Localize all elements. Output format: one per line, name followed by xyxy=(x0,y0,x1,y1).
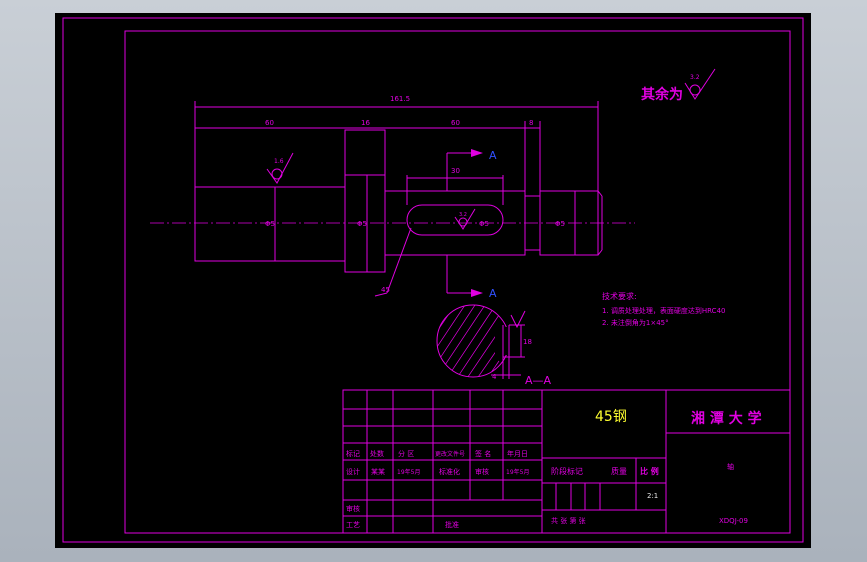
roughness-symbol-keyway xyxy=(454,208,476,230)
shaft-profile xyxy=(194,129,603,273)
revision-mark-label: 标记 xyxy=(346,449,360,458)
design-date: 19年5月 xyxy=(397,468,420,476)
dim-seg-collar: 16 xyxy=(361,119,370,127)
dim-seg-left: 60 xyxy=(265,119,274,127)
section-marker-top: A xyxy=(489,149,497,162)
standardization-label: 标准化 xyxy=(439,467,460,476)
notes-line-2: 2. 未注倒角为1×45° xyxy=(602,318,669,327)
dim-dia-left: Φ5 xyxy=(265,220,275,228)
scale-value: 2:1 xyxy=(647,492,658,500)
revision-zone-label: 分 区 xyxy=(398,449,414,458)
dim-dia-keyway: Φ5 xyxy=(479,220,489,228)
scale-label: 比 例 xyxy=(640,466,659,476)
dim-overall-length: 161.5 xyxy=(390,95,410,103)
roughness-symbol-rest xyxy=(684,68,716,100)
revision-date-label: 年月日 xyxy=(507,449,528,458)
title-block xyxy=(342,389,791,534)
dim-seg-keyway: 60 xyxy=(451,119,460,127)
outer-border xyxy=(62,17,804,543)
dimension-lines xyxy=(194,101,599,297)
revision-count-label: 处数 xyxy=(370,449,384,458)
part-name: 轴 xyxy=(727,462,734,471)
section-arrow-top xyxy=(446,149,483,191)
section-marker-bottom: A xyxy=(489,287,497,300)
stage-label: 阶段标记 xyxy=(551,466,583,476)
drawing-number: XDQJ-09 xyxy=(719,517,748,525)
review-label: 审核 xyxy=(346,504,360,513)
designer-name: 某某 xyxy=(371,468,385,476)
material-label: 45钢 xyxy=(595,409,627,425)
section-view xyxy=(436,304,526,379)
dim-section-depth: 18 xyxy=(523,338,532,346)
roughness-symbol-left xyxy=(266,152,294,184)
revision-doc-label: 更改文件号 xyxy=(435,450,465,458)
sheet-info: 共 张 第 张 xyxy=(551,516,586,525)
university-name: 湘 潭 大 学 xyxy=(691,410,762,427)
notes-line-1: 1. 调质处理处理，表面硬度达到HRC40 xyxy=(602,306,725,315)
dim-dia-collar: Φ5 xyxy=(357,220,367,228)
section-arrow-bottom xyxy=(446,255,483,297)
dim-chamfer-leader: 45 xyxy=(381,286,390,294)
design-label: 设计 xyxy=(346,467,360,476)
process-label: 工艺 xyxy=(346,521,360,529)
roughness-rest-label: 其余为 xyxy=(641,86,683,103)
roughness-keyway-value: 3.2 xyxy=(459,212,467,218)
notes-heading: 技术要求: xyxy=(602,291,637,301)
approve-label: 批准 xyxy=(445,520,459,529)
roughness-left-value: 1.6 xyxy=(274,158,284,165)
roughness-rest-value: 3.2 xyxy=(690,74,700,81)
drawing-sheet: 161.5 60 16 60 8 30 Φ5 Φ5 Φ5 Φ5 45 1.6 3… xyxy=(55,13,811,548)
dim-seg-right-gap: 8 xyxy=(529,119,533,127)
dim-keyway-length: 30 xyxy=(451,167,460,175)
check-label: 审核 xyxy=(475,467,489,476)
dim-dia-right: Φ5 xyxy=(555,220,565,228)
revision-sign-label: 签 名 xyxy=(475,449,491,458)
dim-section-width: 4 xyxy=(492,373,497,381)
section-label: A—A xyxy=(525,374,552,387)
cad-drawing: 161.5 60 16 60 8 30 Φ5 Φ5 Φ5 Φ5 45 1.6 3… xyxy=(62,17,804,543)
check-date: 19年5月 xyxy=(506,468,529,476)
weight-label: 质量 xyxy=(611,466,627,476)
